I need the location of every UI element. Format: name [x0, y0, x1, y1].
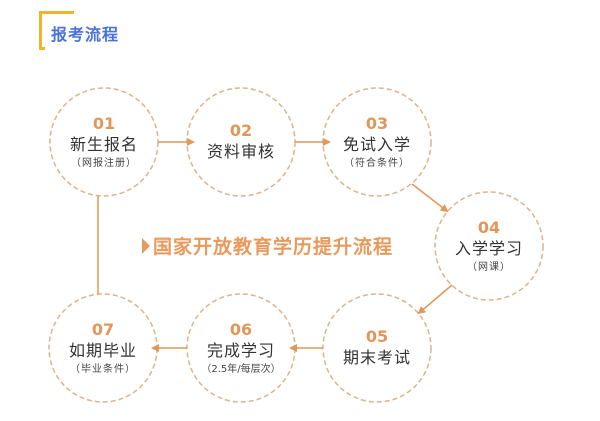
- arrow-03-04: [411, 183, 449, 213]
- step-01: 01 新生报名 （网报注册）: [50, 88, 158, 196]
- step-06: 06 完成学习 （2.5年/每层次）: [187, 294, 295, 402]
- title-bracket-decoration: [39, 11, 74, 50]
- step-label: 如期毕业: [68, 340, 137, 360]
- step-note: （2.5年/每层次）: [201, 363, 281, 375]
- step-label: 新生报名: [69, 134, 138, 154]
- arrow-04-05: [417, 284, 453, 315]
- step-label: 完成学习: [206, 340, 275, 360]
- triangle-icon: [142, 238, 150, 254]
- step-number: 06: [229, 319, 253, 339]
- step-number: 02: [229, 121, 253, 140]
- step-note: （毕业条件）: [70, 363, 136, 375]
- step-circle-04: [434, 191, 544, 301]
- step-note: （网报注册）: [71, 157, 137, 169]
- step-03: 03 免试入学 （符合条件）: [323, 88, 431, 196]
- center-title-text: 国家开放教育学历提升流程: [153, 236, 394, 258]
- step-number: 04: [477, 217, 501, 237]
- step-label: 资料审核: [206, 142, 275, 161]
- step-02: 02 资料审核: [187, 88, 295, 196]
- step-number: 03: [365, 113, 389, 133]
- step-label: 期末考试: [342, 348, 411, 367]
- step-note: （符合条件）: [344, 157, 410, 169]
- step-number: 05: [365, 327, 389, 346]
- step-label: 入学学习: [454, 238, 523, 258]
- page-title: 报考流程: [51, 25, 120, 44]
- step-note: （网课）: [467, 261, 511, 273]
- step-number: 07: [91, 319, 115, 339]
- step-number: 01: [92, 113, 116, 133]
- step-07: 07 如期毕业 （毕业条件）: [49, 294, 157, 402]
- center-title: 国家开放教育学历提升流程: [142, 232, 393, 259]
- step-05: 05 期末考试: [323, 294, 431, 402]
- step-04: 04 入学学习 （网课）: [435, 192, 543, 300]
- step-label: 免试入学: [342, 134, 411, 154]
